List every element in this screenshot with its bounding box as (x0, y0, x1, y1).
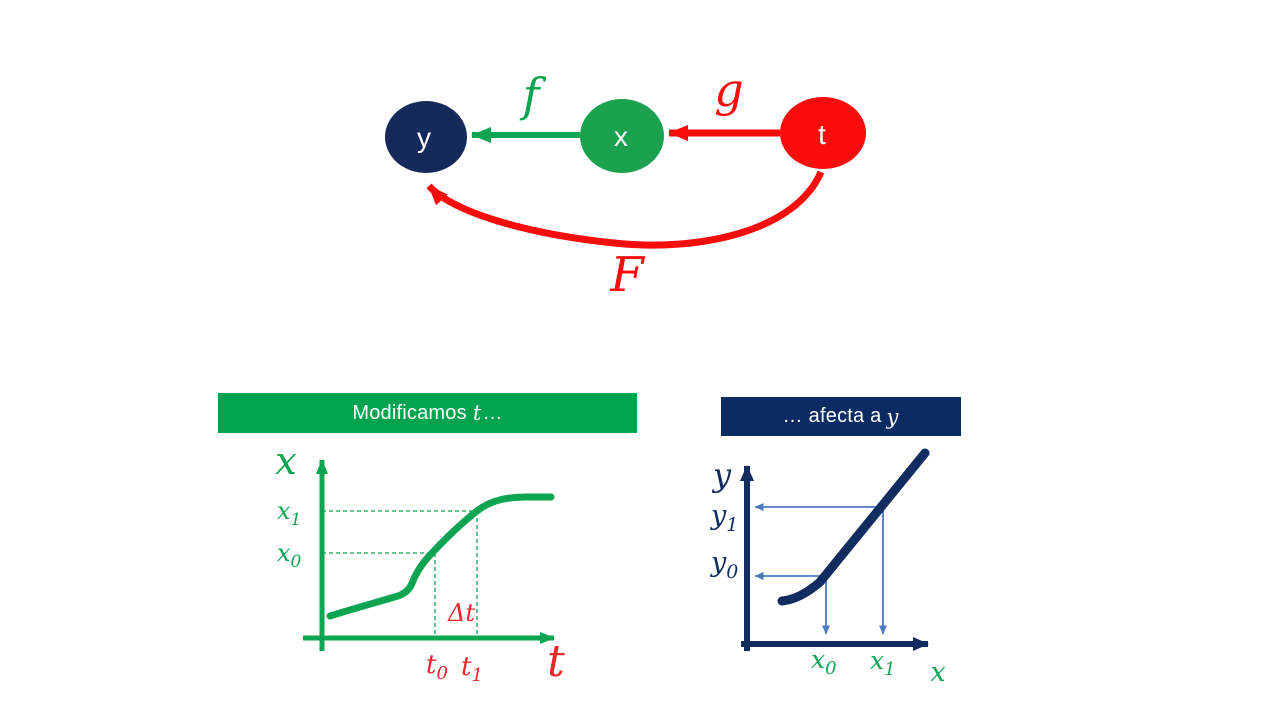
right-banner-text: afecta a (808, 405, 882, 427)
edge-F-label: F (609, 247, 645, 303)
right-chart-x0-label: x0 (811, 645, 837, 679)
right-chart-x1-label: x1 (870, 646, 896, 680)
node-x-circle (580, 99, 664, 173)
node-x-label: x (614, 121, 628, 152)
node-y-circle (385, 101, 467, 173)
node-t-label: t (818, 119, 826, 150)
left-banner-var: t (472, 401, 482, 425)
edge-f-label: f (519, 68, 546, 122)
left-banner-ellipsis: … (482, 401, 503, 424)
right-chart-y1-label: y1 (710, 500, 738, 536)
left-chart-t0-label: t0 (426, 650, 448, 684)
left-chart-x1-label: x1 (277, 497, 301, 530)
function-composition-diagram: y x t f g F (385, 63, 866, 303)
right-chart-y0-label: y0 (710, 547, 738, 583)
right-chart-y-axis-label: y (711, 456, 732, 494)
left-chart-x0-label: x0 (277, 539, 302, 572)
right-chart-curve (777, 448, 930, 606)
right-chart-x-axis-label: x (930, 657, 945, 688)
node-t-circle (780, 97, 866, 169)
left-chart-t1-label: t1 (461, 652, 483, 686)
edge-F-arc-arrow (426, 170, 825, 249)
right-banner-var: y (886, 404, 899, 429)
left-chart-x-axis-label: t (547, 636, 565, 687)
right-chart-plot: y y1 y0 x0 x1 x (710, 448, 946, 688)
left-chart-y-axis-label: x (275, 439, 296, 483)
left-chart-delta-t-label: Δt (447, 599, 475, 627)
edge-g-label: g (714, 63, 743, 117)
right-banner-prefix: … (782, 405, 803, 427)
node-y-label: y (417, 122, 431, 153)
left-chart-plot: x x1 x0 Δt t0 t1 t (275, 439, 565, 687)
left-banner-text: Modificamos (352, 401, 467, 424)
left-chart-curve (326, 493, 555, 620)
